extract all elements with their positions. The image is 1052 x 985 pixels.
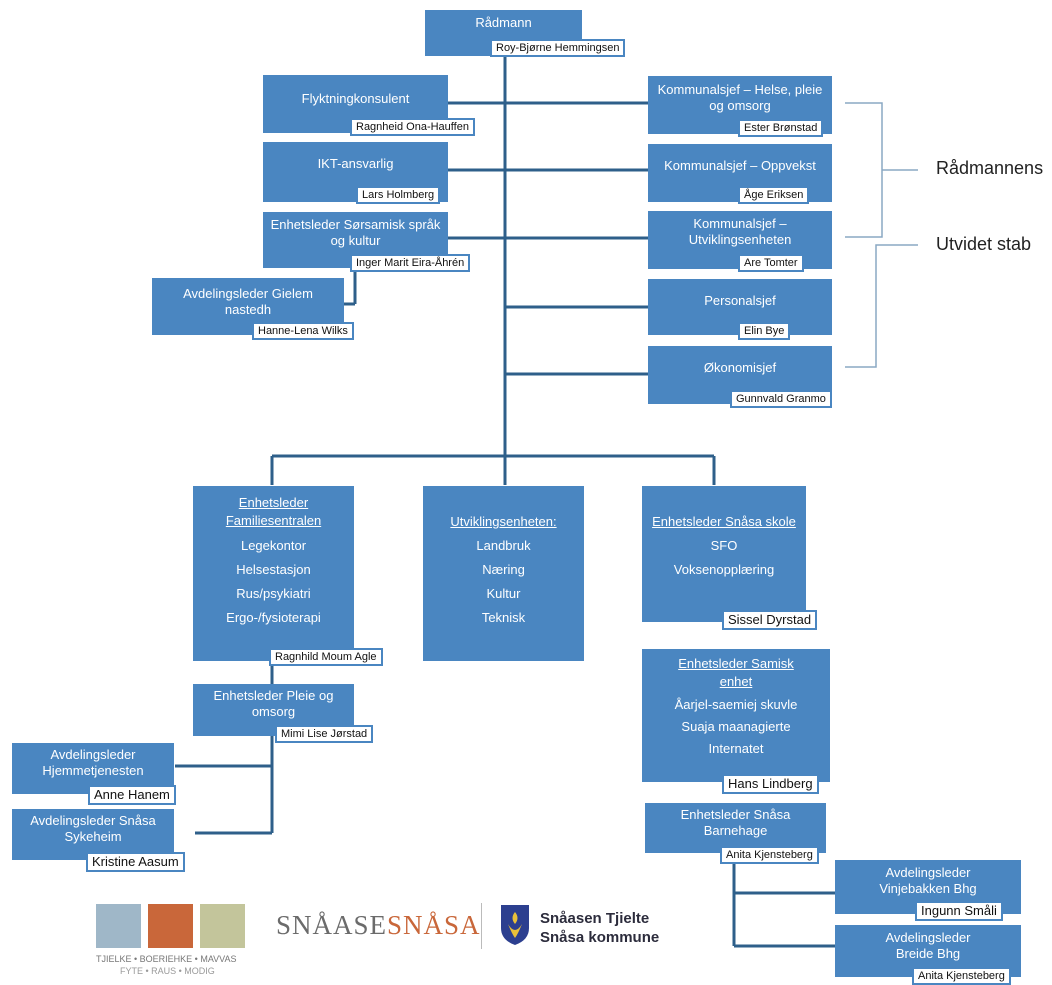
breide-name: Anita Kjensteberg [912, 967, 1011, 985]
samisk-enhet-box: Enhetsleder Samisk enhet Åarjel-saemiej … [642, 649, 830, 782]
personalsjef-title: Personalsjef [704, 293, 776, 308]
utviklingsenheten-staff-box: Kommunalsjef – Utviklingsenheten [648, 211, 832, 269]
utviklingsenheten-box: Utviklingsenheten: Landbruk Næring Kultu… [423, 486, 584, 661]
okonomisjef-name: Gunnvald Granmo [730, 390, 832, 408]
samisk-enhet-item: Åarjel-saemiej skuvle [674, 697, 798, 712]
snasa-skole-title: Enhetsleder Snåsa skole [652, 514, 796, 529]
samisk-enhet-name: Hans Lindberg [722, 774, 819, 794]
wordmark-right: SNÅSA [387, 910, 481, 940]
pleie-omsorg-name: Mimi Lise Jørstad [275, 725, 374, 743]
boeriehke-icon [148, 904, 193, 948]
breide-title: Avdelingsleder Breide Bhg [885, 930, 971, 961]
snasa-skole-item: SFO [710, 538, 738, 553]
hjemmetjenesten-name: Anne Hanem [88, 785, 176, 805]
snaase-snasa-wordmark: SNÅASESNÅSA [276, 910, 481, 941]
sykeheim-title: Avdelingsleder Snåsa Sykeheim [30, 813, 156, 844]
flyktningkonsulent-name: Ragnheid Ona-Hauffen [350, 118, 475, 136]
wordmark-left: SNÅASE [276, 910, 388, 940]
gielem-title: Avdelingsleder Gielem nastedh [183, 286, 313, 317]
vinjebakken-title: Avdelingsleder Vinjebakken Bhg [879, 865, 977, 896]
kommune-line1: Snåasen Tjielte [540, 910, 650, 927]
hjemmetjenesten-title: Avdelingsleder Hjemmetjenesten [42, 747, 144, 778]
utviklingsenheten-item: Landbruk [476, 538, 531, 553]
samisk-enhet-title: Enhetsleder Samisk enhet [678, 656, 794, 689]
utviklingsenheten-title: Utviklingsenheten: [450, 514, 557, 529]
kommune-line2: Snåsa kommune [540, 929, 660, 946]
radmann-title: Rådmann [475, 15, 532, 30]
pleie-omsorg-title: Enhetsleder Pleie og omsorg [213, 688, 334, 719]
utviklingsenheten-staff-name: Are Tomter [738, 254, 804, 272]
snasa-skole-item: Voksenopplæring [673, 562, 775, 577]
oppvekst-title: Kommunalsjef – Oppvekst [664, 158, 816, 173]
utviklingsenheten-item: Næring [482, 562, 525, 577]
tjielke-icon [96, 904, 141, 948]
okonomisjef-title: Økonomisjef [703, 360, 777, 375]
sykeheim-box: Avdelingsleder Snåsa Sykeheim [12, 809, 174, 860]
helse-name: Ester Brønstad [738, 119, 824, 137]
ikt-name: Lars Holmberg [356, 186, 441, 204]
values-caption-2: FYTE • RAUS • MODIG [120, 966, 215, 976]
vinjebakken-name: Ingunn Småli [915, 901, 1003, 921]
familiesentralen-item: Rus/psykiatri [236, 586, 311, 601]
values-caption: TJIELKE • BOERIEHKE • MAVVAS [96, 954, 237, 964]
snasa-skole-name: Sissel Dyrstad [722, 610, 818, 630]
ikt-box: IKT-ansvarlig [263, 142, 448, 202]
familiesentralen-title: Enhetsleder Familiesentralen [225, 495, 322, 528]
helse-title: Kommunalsjef – Helse, pleie og omsorg [657, 82, 823, 113]
utviklingsenheten-item: Kultur [486, 586, 521, 601]
mavvas-icon [200, 904, 245, 948]
familiesentralen-item: Helsestasjon [236, 562, 311, 577]
values-logo [96, 904, 256, 948]
personalsjef-name: Elin Bye [738, 322, 791, 340]
utviklingsenheten-item: Teknisk [481, 610, 526, 625]
samisk-enhet-item: Suaja maanagierte [681, 719, 791, 734]
radmannens-label: Rådmannens [936, 158, 1044, 178]
logo-divider [481, 903, 482, 949]
snasa-skole-box: Enhetsleder Snåsa skole SFO Voksenopplær… [642, 486, 806, 622]
utviklingsenheten-staff-title: Kommunalsjef – Utviklingsenheten [688, 216, 792, 247]
barnehage-title: Enhetsleder Snåsa Barnehage [680, 807, 791, 838]
barnehage-box: Enhetsleder Snåsa Barnehage [645, 803, 826, 853]
gielem-name: Hanne-Lena Wilks [252, 322, 354, 340]
familiesentralen-item: Ergo-/fysioterapi [226, 610, 321, 625]
familiesentralen-item: Legekontor [240, 538, 307, 553]
ikt-title: IKT-ansvarlig [317, 156, 394, 171]
utvidet-stab-label: Utvidet stab [936, 234, 1032, 254]
sorsamisk-title: Enhetsleder Sørsamisk språk og kultur [270, 217, 441, 248]
barnehage-name: Anita Kjensteberg [720, 846, 819, 864]
sykeheim-name: Kristine Aasum [86, 852, 185, 872]
sorsamisk-name: Inger Marit Eira-Åhrén [350, 254, 471, 272]
radmann-name: Roy-Bjørne Hemmingsen [490, 39, 626, 57]
familiesentralen-box: Enhetsleder Familiesentralen Legekontor … [193, 486, 354, 661]
flyktningkonsulent-title: Flyktningkonsulent [301, 91, 410, 106]
oppvekst-name: Åge Eriksen [738, 186, 810, 204]
kommune-shield-icon [500, 904, 530, 946]
familiesentralen-name: Ragnhild Moum Agle [269, 648, 383, 666]
samisk-enhet-item: Internatet [708, 741, 764, 756]
